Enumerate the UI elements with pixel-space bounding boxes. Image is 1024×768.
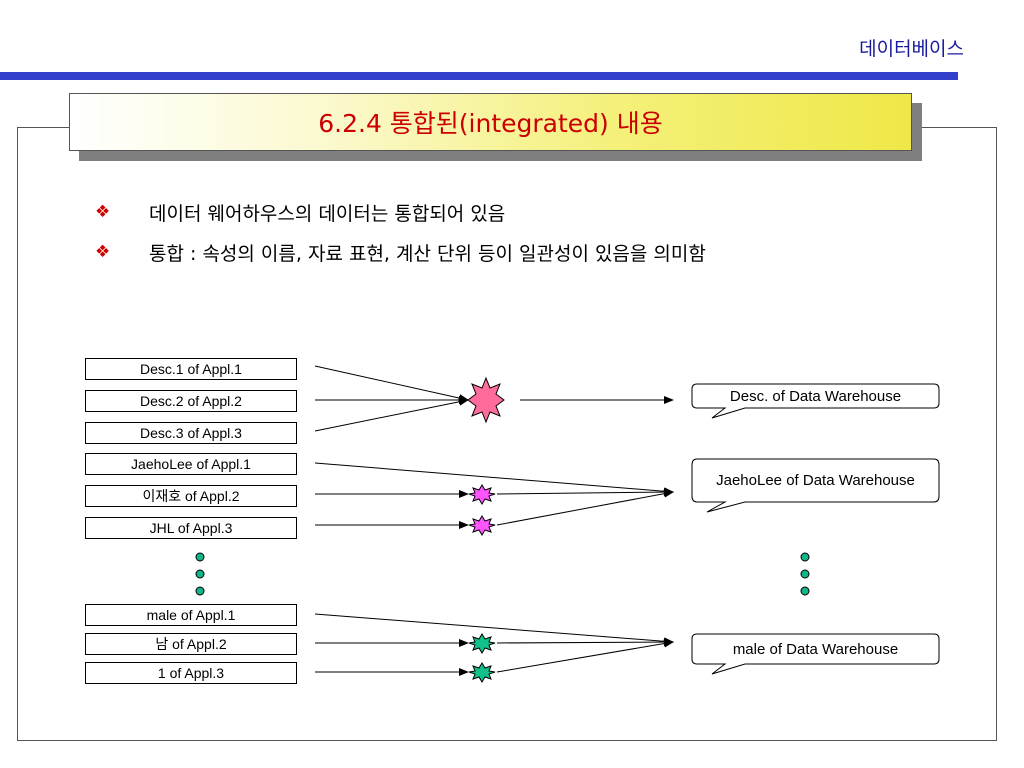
integration-burst-icon bbox=[468, 633, 496, 654]
ellipsis-dot bbox=[195, 586, 205, 596]
source-field-box: 이재호 of Appl.2 bbox=[85, 485, 297, 507]
bullet-item: ❖ 데이터 웨어하우스의 데이터는 통합되어 있음 bbox=[95, 192, 706, 232]
connector-line bbox=[314, 462, 674, 496]
source-field-box: JaehoLee of Appl.1 bbox=[85, 453, 297, 475]
connector-line bbox=[496, 638, 674, 647]
connector-line bbox=[496, 639, 674, 673]
ellipsis-dot bbox=[800, 586, 810, 596]
target-callout bbox=[691, 383, 940, 419]
source-field-box: male of Appl.1 bbox=[85, 604, 297, 626]
bullet-text: 데이터 웨어하우스의 데이터는 통합되어 있음 bbox=[149, 202, 506, 225]
integration-burst-icon bbox=[467, 376, 505, 424]
diamond-bullet-icon: ❖ bbox=[95, 202, 111, 222]
target-callout bbox=[691, 458, 940, 513]
header-bar bbox=[0, 72, 958, 80]
connector-line bbox=[496, 489, 674, 526]
integration-burst-icon bbox=[468, 515, 496, 536]
target-field-label: male of Data Warehouse bbox=[732, 640, 899, 658]
source-field-box: 1 of Appl.3 bbox=[85, 662, 297, 684]
bullet-item: ❖ 통합 : 속성의 이름, 자료 표현, 계산 단위 등이 일관성이 있음을 … bbox=[95, 232, 706, 272]
slide-topic: 데이터베이스 bbox=[859, 38, 964, 60]
bullet-list: ❖ 데이터 웨어하우스의 데이터는 통합되어 있음 ❖ 통합 : 속성의 이름,… bbox=[95, 192, 706, 272]
connector-line bbox=[314, 365, 469, 402]
diamond-bullet-icon: ❖ bbox=[95, 242, 111, 262]
connector-line bbox=[496, 488, 674, 497]
source-field-box: 남 of Appl.2 bbox=[85, 633, 297, 655]
connector-line bbox=[314, 613, 674, 646]
bullet-text: 통합 : 속성의 이름, 자료 표현, 계산 단위 등이 일관성이 있음을 의미… bbox=[149, 242, 706, 265]
ellipsis-dot bbox=[800, 569, 810, 579]
source-field-box: JHL of Appl.3 bbox=[85, 517, 297, 539]
connector-line bbox=[314, 397, 469, 432]
slide-title: 6.2.4 통합된(integrated) 내용 bbox=[69, 93, 912, 151]
source-field-box: Desc.2 of Appl.2 bbox=[85, 390, 297, 412]
target-callout bbox=[691, 633, 940, 675]
target-field-label: JaehoLee of Data Warehouse bbox=[716, 472, 915, 489]
integration-burst-icon bbox=[468, 662, 496, 683]
ellipsis-dot bbox=[195, 552, 205, 562]
target-field-label: Desc. of Data Warehouse bbox=[729, 387, 902, 405]
ellipsis-dot bbox=[800, 552, 810, 562]
source-field-box: Desc.3 of Appl.3 bbox=[85, 422, 297, 444]
source-field-box: Desc.1 of Appl.1 bbox=[85, 358, 297, 380]
integration-burst-icon bbox=[468, 484, 496, 505]
ellipsis-dot bbox=[195, 569, 205, 579]
